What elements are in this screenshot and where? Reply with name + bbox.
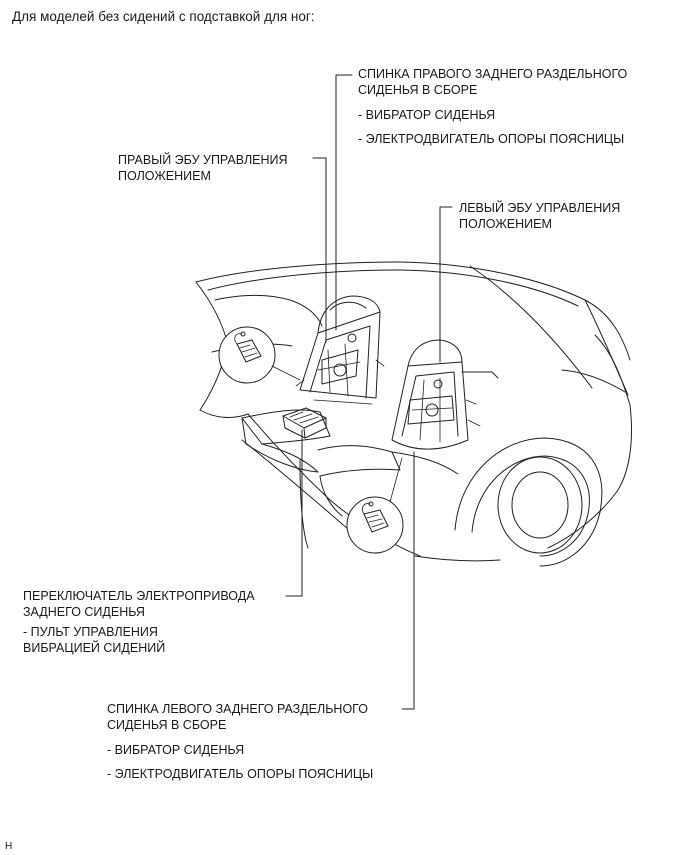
rear-seat-switch-panel bbox=[282, 407, 327, 439]
switch-sub-vibration-control: - ПУЛЬТ УПРАВЛЕНИЯ bbox=[23, 625, 158, 639]
right-seatback-label-line2: СИДЕНЬЯ В СБОРЕ bbox=[358, 83, 478, 97]
right-seatback-label-line1: СПИНКА ПРАВОГО ЗАДНЕГО РАЗДЕЛЬНОГО bbox=[358, 67, 628, 81]
right-seatback-sub-lumbar-motor: - ЭЛЕКТРОДВИГАТЕЛЬ ОПОРЫ ПОЯСНИЦЫ bbox=[358, 132, 625, 146]
left-seatback-frame bbox=[391, 339, 499, 450]
page-heading: Для моделей без сидений с подставкой для… bbox=[12, 9, 315, 24]
right-ecu-label-line2: ПОЛОЖЕНИЕМ bbox=[118, 169, 211, 183]
left-ecu-label-line2: ПОЛОЖЕНИЕМ bbox=[459, 217, 552, 231]
left-seatback-label-line1: СПИНКА ЛЕВОГО ЗАДНЕГО РАЗДЕЛЬНОГО bbox=[107, 702, 368, 716]
leader-lines bbox=[285, 74, 453, 710]
switch-sub-vibration-control-line2: ВИБРАЦИЕЙ СИДЕНИЙ bbox=[23, 641, 166, 655]
right-seatback-sub-vibrator: - ВИБРАТОР СИДЕНЬЯ bbox=[358, 108, 496, 122]
left-seatback-sub-lumbar-motor: - ЭЛЕКТРОДВИГАТЕЛЬ ОПОРЫ ПОЯСНИЦЫ bbox=[107, 767, 374, 781]
left-ecu-label-line1: ЛЕВЫЙ ЭБУ УПРАВЛЕНИЯ bbox=[459, 201, 621, 215]
left-seatback-sub-vibrator: - ВИБРАТОР СИДЕНЬЯ bbox=[107, 743, 245, 757]
rear-seat-bench bbox=[241, 409, 459, 517]
right-ecu-label-line1: ПРАВЫЙ ЭБУ УПРАВЛЕНИЯ bbox=[118, 153, 288, 167]
figure-code: H bbox=[5, 841, 13, 852]
switch-label-line1: ПЕРЕКЛЮЧАТЕЛЬ ЭЛЕКТРОПРИВОДА bbox=[23, 589, 255, 603]
right-seatback-frame bbox=[295, 295, 385, 405]
right-ecu-callout bbox=[218, 326, 301, 384]
switch-label-line2: ЗАДНЕГО СИДЕНЬЯ bbox=[23, 605, 145, 619]
left-ecu-callout bbox=[346, 457, 404, 554]
left-seatback-label-line2: СИДЕНЬЯ В СБОРЕ bbox=[107, 718, 227, 732]
